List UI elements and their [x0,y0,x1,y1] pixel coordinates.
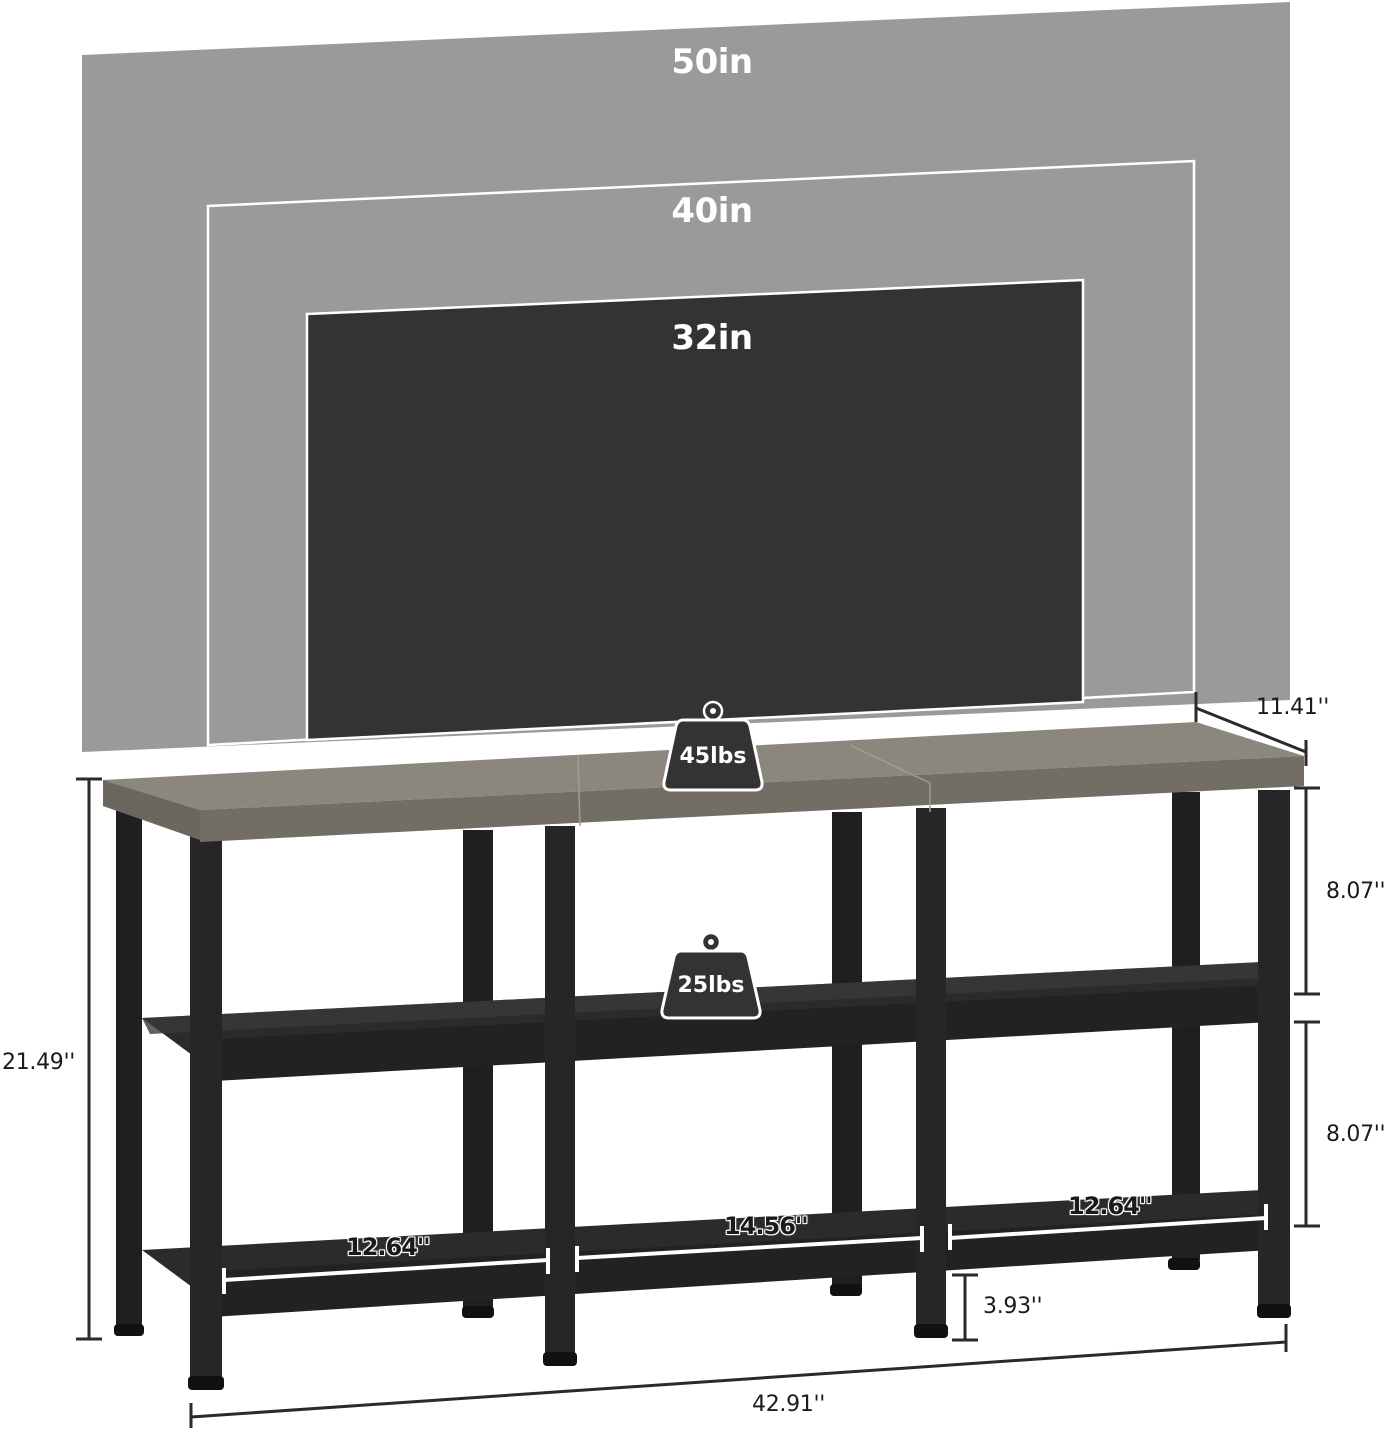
middle-shelf-width-label: 14.56'' [724,1212,809,1240]
tv-size-label-32in: 32in [671,318,753,358]
depth-dimension-line [1194,692,1308,766]
tv-stand-feet [114,1258,1291,1390]
weight-45lbs-icon [662,700,764,792]
lower-shelf-clearance-label: 8.07'' [1326,1122,1386,1147]
ground-clearance-label: 3.93'' [983,1294,1043,1319]
width-dimension-line [189,1324,1288,1428]
right-shelf-width-label: 12.64'' [1068,1192,1153,1220]
tv-32in-silhouette [305,278,1085,742]
shelf-clearance-dimension-lines [1294,786,1320,1228]
upper-shelf-clearance-label: 8.07'' [1326,879,1386,904]
total-width-label: 42.91'' [752,1392,825,1417]
top-shelf-weight-capacity: 45lbs [679,744,747,769]
tv-size-label-50in: 50in [671,42,753,82]
bottom-mesh-shelf [142,1190,1270,1318]
ground-clearance-dimension-line [952,1273,978,1342]
tv-size-label-40in: 40in [671,191,753,231]
depth-dimension-label: 11.41'' [1256,695,1329,720]
height-dimension-label: 21.49'' [2,1050,75,1075]
shelf-width-dimension-bars [222,1204,1268,1294]
tv-stand-front-legs [190,790,1290,1382]
height-dimension-line [76,777,102,1341]
weight-25lbs-icon [660,931,762,1020]
middle-shelf-weight-capacity: 25lbs [677,973,745,998]
left-shelf-width-label: 12.64'' [346,1233,431,1261]
